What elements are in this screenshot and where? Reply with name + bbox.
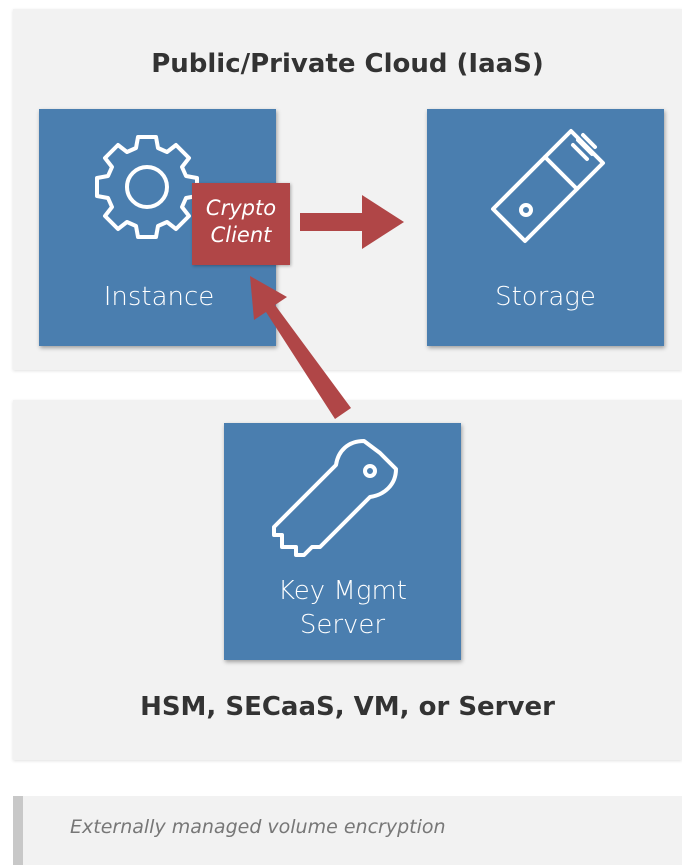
crypto-client-badge: Crypto Client [192,183,290,265]
storage-label: Storage [495,282,596,312]
crypto-client-line1: Crypto [205,196,277,220]
key-mgmt-box: Key Mgmt Server [224,423,461,660]
instance-label: Instance [103,282,215,312]
caption-text: Externally managed volume encryption [70,816,446,838]
cloud-panel-title: Public/Private Cloud (IaaS) [151,49,544,79]
storage-box: Storage [427,109,664,346]
key-mgmt-label-line2: Server [299,610,386,640]
crypto-client-line2: Client [210,223,272,247]
hsm-panel-title: HSM, SECaaS, VM, or Server [140,692,555,722]
hsm-panel: HSM, SECaaS, VM, or Server [13,400,682,760]
key-mgmt-label-line1: Key Mgmt [278,576,407,606]
figure-caption: Externally managed volume encryption [13,796,682,865]
